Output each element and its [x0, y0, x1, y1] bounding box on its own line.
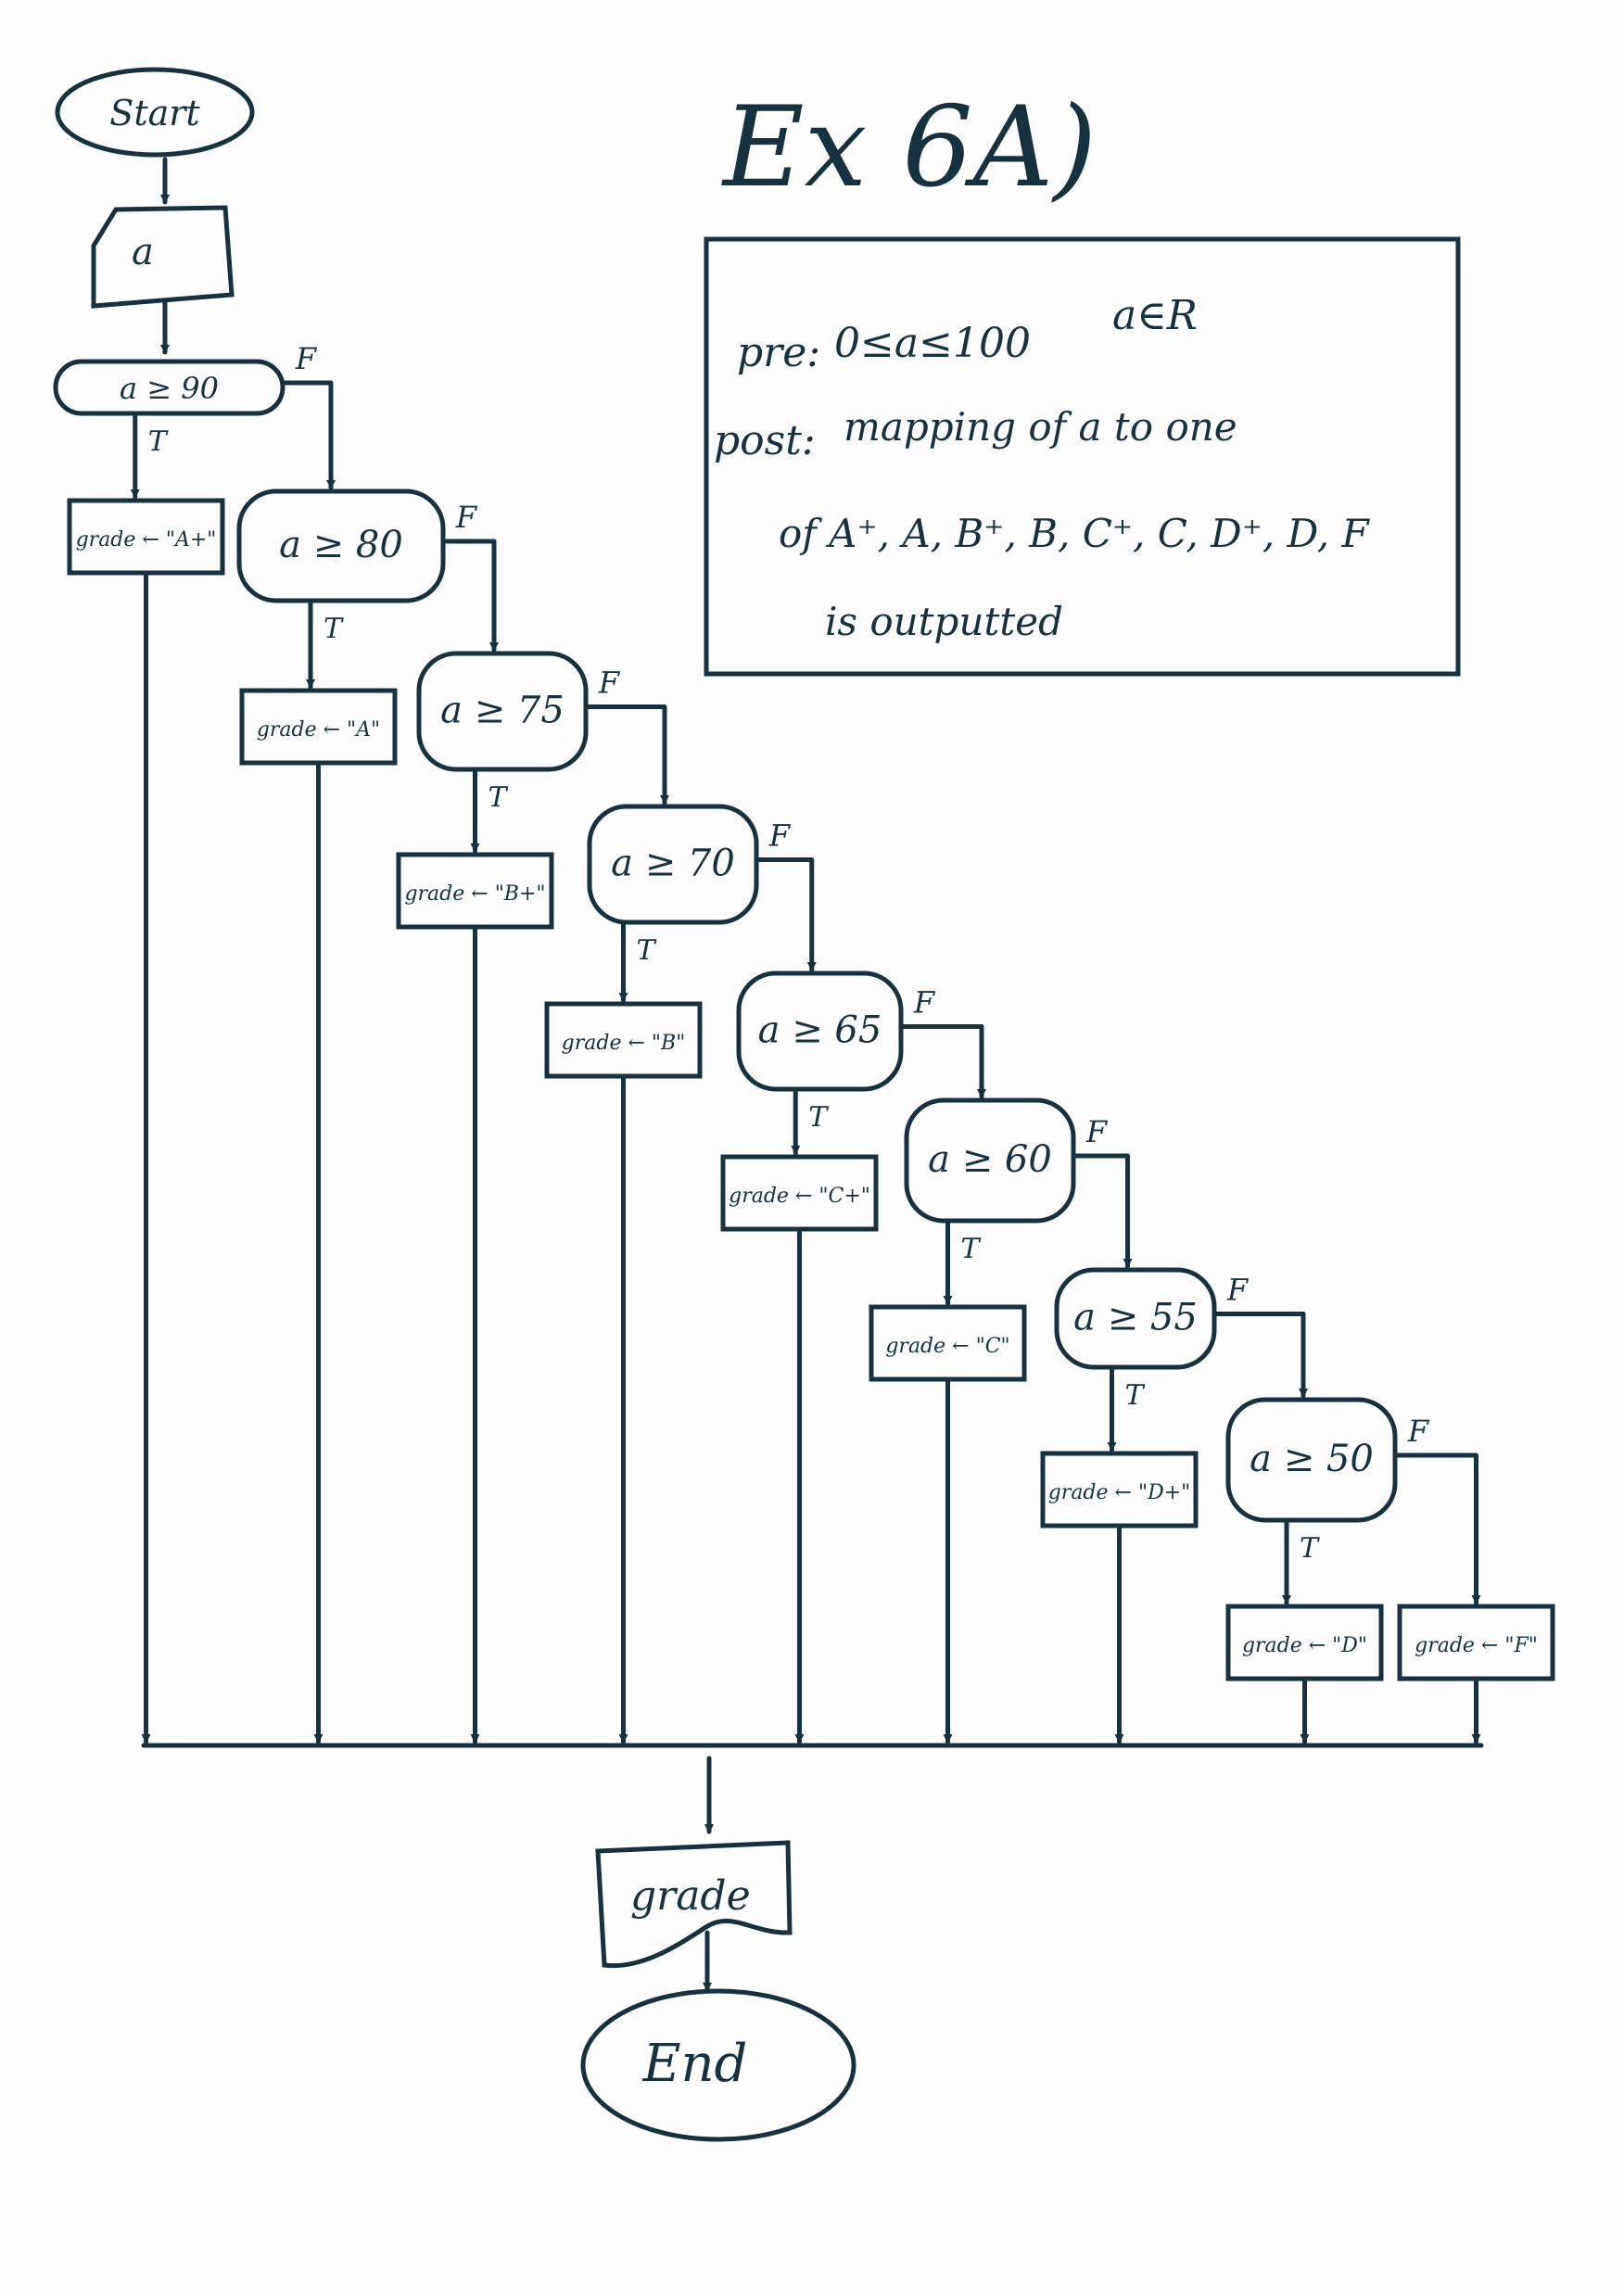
- true-label-6: T: [960, 1233, 981, 1265]
- domain-text: a∈R: [1112, 292, 1198, 339]
- decision-4-label: a ≥ 70: [611, 843, 735, 885]
- action-6-label: grade ← "C": [885, 1335, 1009, 1358]
- start-label: Start: [109, 93, 200, 133]
- start-terminal: Start: [55, 67, 255, 158]
- decision-5: [736, 970, 904, 1092]
- post-label: post:: [714, 417, 816, 464]
- pre-text: 0≤a≤100: [834, 320, 1031, 367]
- false-label-5: F: [913, 985, 936, 1021]
- post-line-3: is outputted: [825, 599, 1063, 644]
- input-node: a: [91, 205, 235, 309]
- decision-2: [236, 488, 446, 603]
- output-label: grade: [630, 1872, 751, 1920]
- true-label-8: T: [1300, 1532, 1320, 1565]
- action-1-label: grade ← "A+": [76, 528, 217, 552]
- decision-8-label: a ≥ 50: [1250, 1438, 1374, 1480]
- false-label-1: F: [295, 341, 318, 376]
- decision-1-label: a ≥ 90: [120, 371, 219, 406]
- output-node: grade: [595, 1840, 793, 1969]
- action-8-label: grade ← "D": [1242, 1634, 1367, 1657]
- action-5-label: grade ← "C+": [729, 1185, 870, 1208]
- true-label-1: T: [148, 425, 169, 458]
- false-arrow-6: [1071, 1153, 1133, 1269]
- action-4-label: grade ← "B": [562, 1032, 686, 1055]
- true-label-4: T: [636, 934, 656, 967]
- action-7: [1040, 1451, 1199, 1529]
- true-label-3: T: [488, 781, 508, 814]
- end-terminal: End: [580, 1988, 856, 2142]
- false-arrow-2: [440, 539, 499, 653]
- false-label-6: F: [1085, 1114, 1109, 1149]
- false-label-8: F: [1407, 1414, 1430, 1449]
- action-8: [1225, 1604, 1384, 1681]
- decision-7-label: a ≥ 55: [1073, 1297, 1198, 1339]
- action-else-label: grade ← "F": [1415, 1634, 1538, 1657]
- false-label-2: F: [455, 500, 478, 535]
- decision-2-label: a ≥ 80: [279, 524, 403, 566]
- action-3-label: grade ← "B+": [404, 882, 545, 906]
- decision-5-label: a ≥ 65: [758, 1009, 882, 1052]
- action-4: [544, 1001, 703, 1079]
- decision-7: [1054, 1267, 1217, 1370]
- decision-4: [587, 804, 759, 925]
- false-arrow-1: [280, 380, 336, 490]
- end-label: End: [642, 2034, 748, 2094]
- false-label-3: F: [598, 666, 621, 701]
- true-label-5: T: [808, 1101, 829, 1134]
- action-7-label: grade ← "D+": [1048, 1481, 1191, 1504]
- true-label-2: T: [324, 613, 344, 645]
- decision-8: [1225, 1397, 1398, 1523]
- decision-3-label: a ≥ 75: [440, 690, 565, 732]
- post-line-2: of A⁺, A, B⁺, B, C⁺, C, D⁺, D, F: [779, 511, 1370, 556]
- false-label-7: F: [1226, 1273, 1250, 1308]
- action-else: [1397, 1604, 1555, 1681]
- post-line-1: mapping of a to one: [844, 404, 1237, 450]
- spec-box: pre: 0≤a≤100 a∈R post: mapping of a to o…: [704, 236, 1461, 677]
- page-title: Ex 6A): [721, 83, 1097, 212]
- false-arrow-7: [1212, 1312, 1308, 1399]
- false-arrow-5: [898, 1024, 986, 1099]
- action-2-label: grade ← "A": [257, 718, 380, 742]
- false-arrow-3: [583, 704, 669, 806]
- false-label-4: F: [768, 818, 792, 854]
- action-1: [67, 498, 225, 576]
- false-arrow-4: [754, 857, 817, 972]
- action-5: [720, 1154, 879, 1232]
- decision-6: [904, 1097, 1076, 1224]
- pre-label: pre:: [737, 329, 820, 376]
- action-6: [869, 1304, 1027, 1382]
- false-arrow-8: [1392, 1452, 1481, 1605]
- decision-6-label: a ≥ 60: [928, 1138, 1052, 1181]
- true-label-7: T: [1124, 1379, 1145, 1412]
- input-label: a: [132, 231, 154, 273]
- decision-3: [416, 651, 589, 772]
- decision-1: [53, 359, 285, 416]
